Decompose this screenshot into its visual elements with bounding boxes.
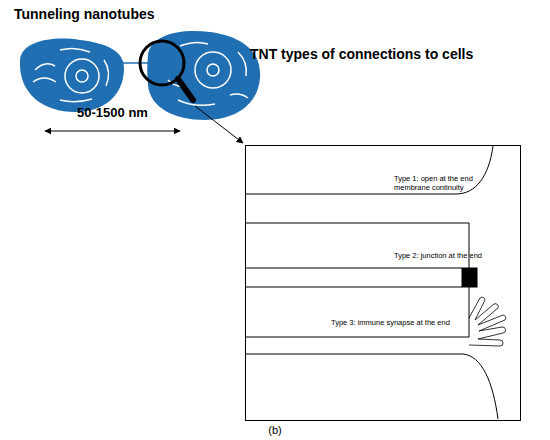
left-cell [20, 39, 124, 112]
dimension-label: 50-1500 nm [40, 106, 185, 121]
figure-title: Tunneling nanotubes [14, 6, 155, 22]
outline-box: TNT types of connections to cells [245, 145, 521, 421]
magnifier [140, 41, 193, 100]
dimension-arrow [45, 131, 180, 132]
box-heading: TNT types of connections to cells [250, 46, 473, 62]
right-cell [147, 31, 260, 120]
type-label: Type 1: open at the end membrane continu… [394, 175, 486, 192]
type-label: Type 2: junction at the end [394, 252, 482, 261]
panel-label: (b) [255, 424, 295, 437]
pointer-arrow [195, 106, 243, 143]
type-label: Type 3: immune synapse at the end [331, 319, 450, 328]
tnt-connections [245, 146, 506, 419]
